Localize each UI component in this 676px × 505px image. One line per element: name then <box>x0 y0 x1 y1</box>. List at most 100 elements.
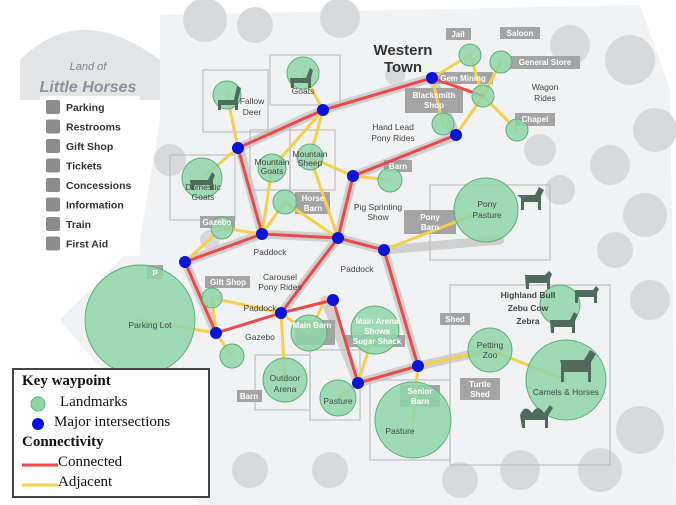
label-paddock-2: Paddock <box>340 264 374 274</box>
label-mountain-goats-1: Mountain <box>255 157 290 167</box>
legend-connected: Connected <box>58 454 123 470</box>
intersection-node[interactable] <box>347 170 359 182</box>
landmark-main-barn[interactable] <box>290 314 328 352</box>
camel-icon <box>520 405 553 428</box>
domestic-goat-icon <box>190 172 215 190</box>
deer-icon <box>218 86 241 110</box>
landmark-horse-barn[interactable] <box>272 189 298 215</box>
concessions-icon <box>46 178 60 192</box>
landmark-pony-pasture[interactable] <box>453 177 519 243</box>
label-horse: Horse <box>302 194 325 203</box>
parking-icon <box>46 100 60 114</box>
amenity-label: Information <box>66 200 124 212</box>
landmark-mountain-goats[interactable] <box>257 153 287 183</box>
landmark-gazebo[interactable] <box>219 343 245 369</box>
label-sugar-shack: Sugar Shack <box>353 337 402 346</box>
intersection-node[interactable] <box>256 228 268 240</box>
label-barn-horse: Barn <box>304 204 322 213</box>
map-legend: Key waypoint Landmarks Major intersectio… <box>12 368 210 498</box>
label-town: Town <box>384 59 422 76</box>
intersection-node[interactable] <box>426 72 438 84</box>
landmark-pasture-small[interactable] <box>319 379 357 417</box>
label-paddock-3: Paddock <box>243 303 277 313</box>
gift-shop-icon <box>46 139 60 153</box>
label-parking-p: P <box>152 269 158 278</box>
intersections <box>179 72 462 389</box>
label-highland-bull: Highland Bull <box>501 290 556 300</box>
label-pony-pasture-1: Pony <box>477 199 497 209</box>
amenity-label: Train <box>66 219 91 231</box>
label-zebu-cow: Zebu Cow <box>508 303 549 313</box>
landmark-main-arena[interactable] <box>350 305 400 355</box>
landmark-jail[interactable] <box>458 43 482 67</box>
landmark-hand-lead[interactable] <box>431 112 455 136</box>
legend-landmarks: Landmarks <box>60 394 128 410</box>
label-fallow: Fallow <box>240 96 265 106</box>
label-pasture-big: Pasture <box>385 426 415 436</box>
landmark-pasture-big[interactable] <box>374 381 452 459</box>
legend-title-waypoints: Key waypoint <box>22 373 111 389</box>
intersection-node[interactable] <box>179 256 191 268</box>
intersection-node[interactable] <box>352 377 364 389</box>
intersection-node[interactable] <box>327 294 339 306</box>
amenity-label: Concessions <box>66 180 132 192</box>
intersection-node[interactable] <box>232 142 244 154</box>
goat-icon <box>290 68 313 88</box>
label-pony-pasture-2: Pasture <box>472 210 502 220</box>
label-pony-rides: Pony Rides <box>371 133 414 143</box>
label-wagon: Wagon <box>532 82 559 92</box>
logo: Land of Little Horses <box>20 30 160 100</box>
intersection-node[interactable] <box>332 232 344 244</box>
pony-icon <box>517 187 544 210</box>
horse-icon <box>560 350 596 382</box>
label-pony-barn-2: Barn <box>421 223 439 232</box>
map-labels: Western Town Jail Saloon Gem Mining Gene… <box>129 29 600 436</box>
landmark-gazebo-north[interactable] <box>210 216 234 240</box>
information-icon <box>46 197 60 212</box>
label-shed: Shed <box>445 315 465 324</box>
label-camels-horses: Camels & Horses <box>533 387 599 397</box>
cow-icon <box>575 286 599 303</box>
label-shows: Shows <box>364 327 390 336</box>
intersection-node[interactable] <box>450 129 462 141</box>
label-arena: Arena <box>274 384 297 394</box>
label-barn-bottom: Barn <box>240 392 258 401</box>
label-hand-lead: Hand Lead <box>372 122 414 132</box>
label-show: Show <box>367 212 389 222</box>
label-barn-top: Barn <box>389 162 407 171</box>
landmark-blacksmith[interactable] <box>471 84 495 108</box>
amenity-label: Tickets <box>66 161 102 173</box>
intersection-node[interactable] <box>210 327 222 339</box>
label-paddock-1: Paddock <box>253 247 287 257</box>
legend-intersections: Major intersections <box>54 414 171 430</box>
intersection-node[interactable] <box>275 307 287 319</box>
intersection-node[interactable] <box>317 104 329 116</box>
label-zebra: Zebra <box>516 316 539 326</box>
intersection-node[interactable] <box>378 244 390 256</box>
landmark-outdoor-arena[interactable] <box>262 357 308 403</box>
landmark-petting-zoo[interactable] <box>467 327 513 373</box>
label-pasture-small: Pasture <box>323 396 353 406</box>
landmark-general-store[interactable] <box>489 50 513 74</box>
intersection-swatch <box>32 418 44 430</box>
landmark-mountain-sheep[interactable] <box>296 143 324 171</box>
landmark-barn-north[interactable] <box>377 167 403 193</box>
label-carousel: Carousel <box>263 272 297 282</box>
landmark-chapel[interactable] <box>505 118 529 142</box>
amenity-label: Parking <box>66 102 105 114</box>
amenity-label: Restrooms <box>66 122 121 134</box>
label-mountain-sheep-2: Sheep <box>298 158 323 168</box>
adjacent-swatch <box>22 483 58 487</box>
legend-title-connectivity: Connectivity <box>22 434 104 450</box>
label-gem-mining: Gem Mining <box>440 74 486 83</box>
bull-icon <box>525 271 552 289</box>
landmark-gift-shop[interactable] <box>201 287 223 309</box>
label-mountain-sheep-1: Mountain <box>293 149 328 159</box>
label-main-arena: Main Arena <box>356 317 399 326</box>
label-goats-2: Goats <box>192 192 215 202</box>
label-chapel: Chapel <box>522 115 549 124</box>
label-gazebo: Gazebo <box>245 332 275 342</box>
intersection-node[interactable] <box>412 360 424 372</box>
